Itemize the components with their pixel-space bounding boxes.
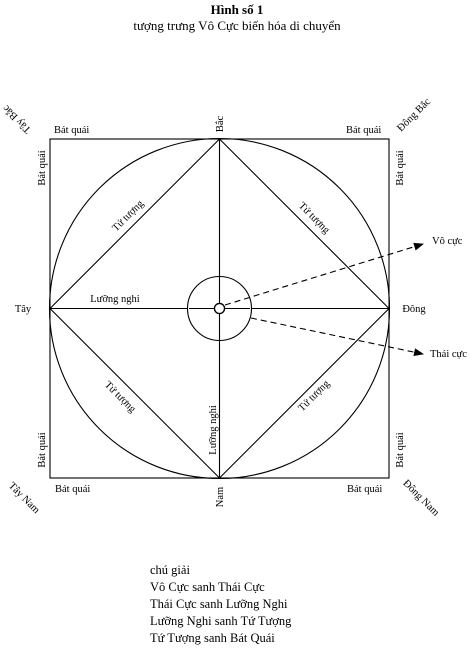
tu-tuong-upper-right: Tứ tượng bbox=[296, 200, 332, 236]
direction-northeast: Đông Bắc bbox=[395, 96, 433, 134]
bat-quai-left-top: Bát quái bbox=[37, 150, 48, 185]
legend-line: Vô Cực sanh Thái Cực bbox=[150, 580, 265, 594]
bat-quai-left-bottom: Bát quái bbox=[37, 432, 48, 467]
tu-tuong-lower-left: Tứ tượng bbox=[102, 379, 138, 415]
direction-west: Tây bbox=[15, 304, 32, 315]
thai-cuc-arrow bbox=[250, 317, 424, 357]
figure-subtitle: tượng trưng Vô Cực biến hóa di chuyển bbox=[133, 18, 341, 33]
legend-line: Lưỡng Nghi sanh Tứ Tượng bbox=[150, 614, 292, 628]
luong-nghi-vertical: Lưỡng nghi bbox=[208, 405, 219, 455]
bat-quai-top-right: Bát quái bbox=[346, 125, 381, 136]
thai-cuc-label: Thái cực bbox=[430, 349, 467, 360]
legend-line: Tứ Tượng sanh Bát Quái bbox=[150, 631, 275, 645]
legend-heading: chú giải bbox=[150, 563, 190, 577]
direction-south: Nam bbox=[215, 487, 226, 507]
luong-nghi-horizontal: Lưỡng nghi bbox=[90, 294, 140, 305]
direction-southeast: Đông Nam bbox=[400, 478, 441, 519]
bat-quai-bottom-right: Bát quái bbox=[347, 484, 382, 495]
bat-quai-right-top: Bát quái bbox=[395, 150, 406, 185]
vo-cuc-arrow bbox=[224, 242, 424, 306]
tu-tuong-upper-left: Tứ tượng bbox=[110, 198, 146, 234]
legend: chú giải Vô Cực sanh Thái Cực Thái Cực s… bbox=[150, 562, 291, 647]
bat-quai-top-left: Bát quái bbox=[54, 125, 89, 136]
direction-northwest: Tây Bắc bbox=[1, 102, 34, 135]
bat-quai-bottom-left: Bát quái bbox=[55, 484, 90, 495]
bat-quai-right-bottom: Bát quái bbox=[395, 432, 406, 467]
vo-cuc-label: Vô cực bbox=[432, 236, 463, 247]
legend-line: Thái Cực sanh Lưỡng Nghi bbox=[150, 597, 288, 611]
direction-east: Đông bbox=[402, 304, 426, 315]
direction-southwest: Tây Nam bbox=[6, 480, 42, 516]
direction-north: Bắc bbox=[215, 116, 226, 133]
figure-title: Hình số 1 bbox=[210, 2, 264, 17]
